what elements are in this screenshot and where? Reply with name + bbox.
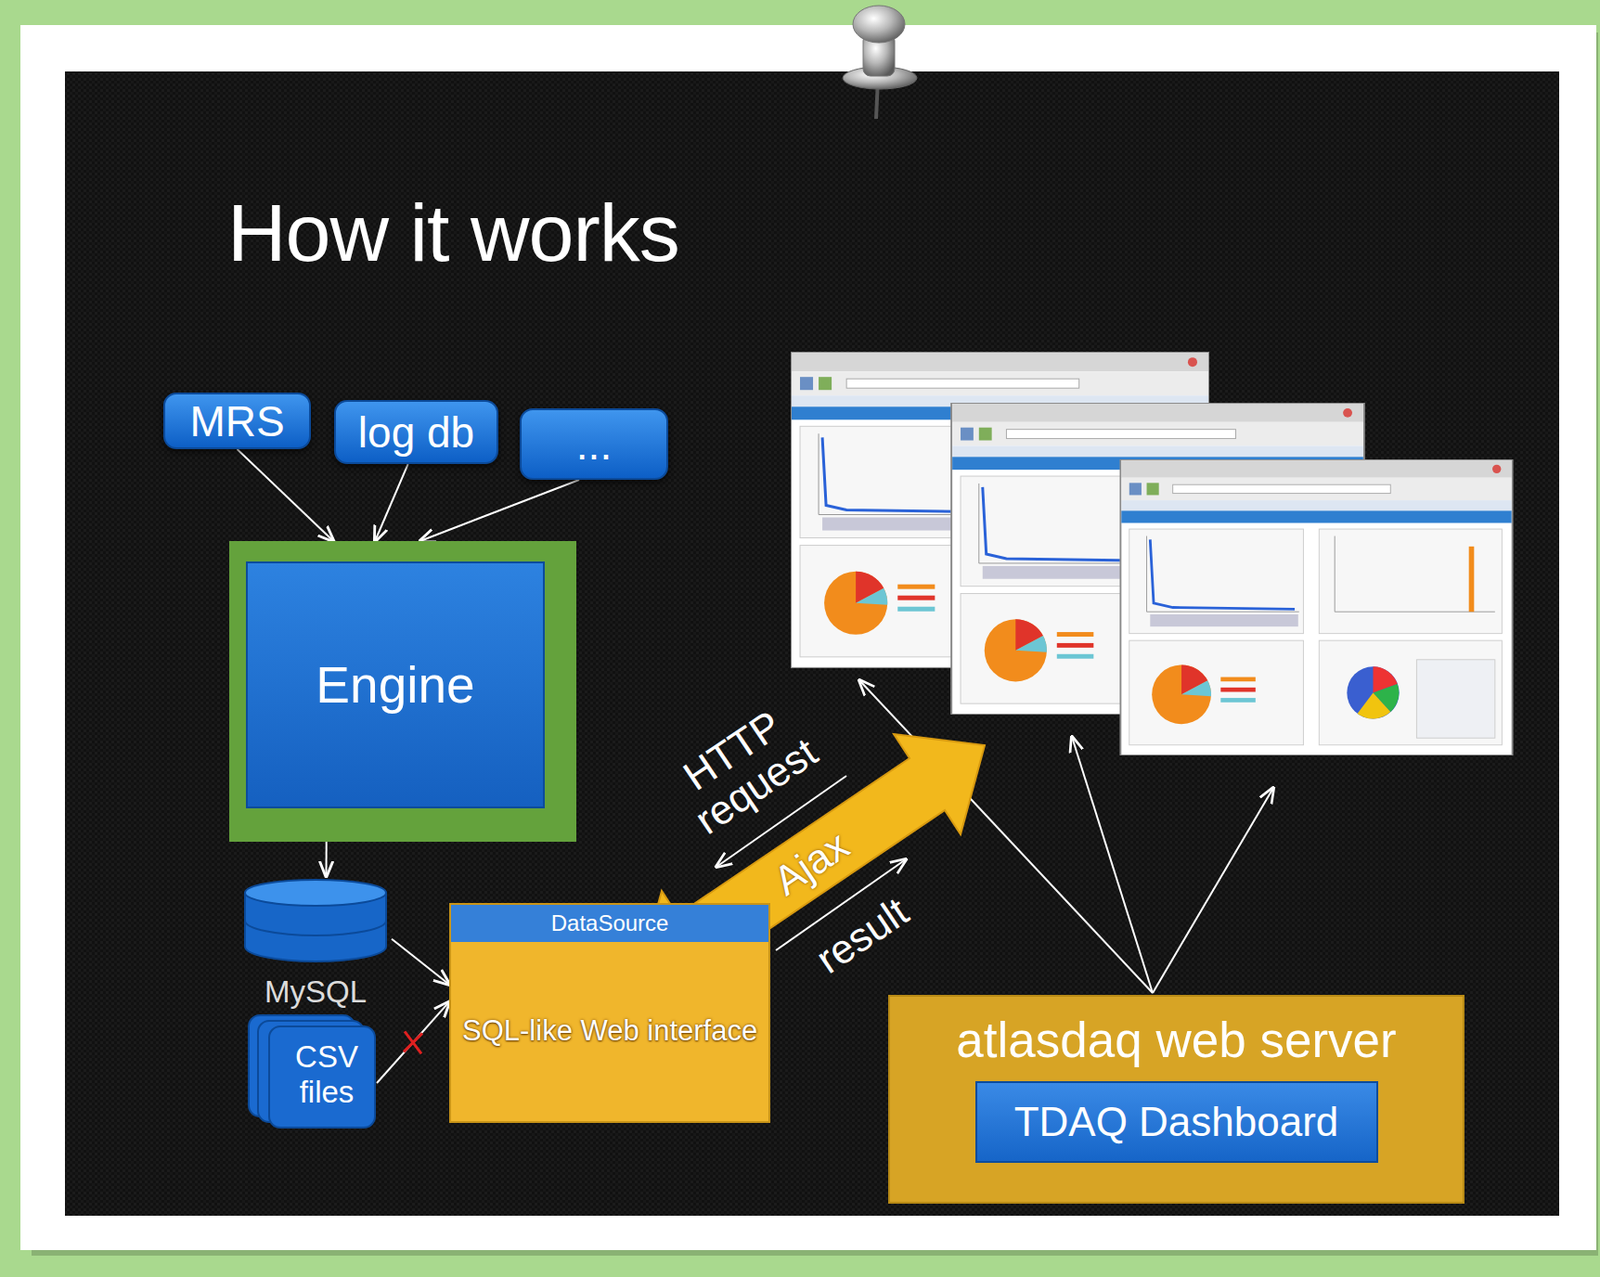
node-text: Engine: [245, 561, 545, 809]
datasource-box: DataSourceSQL-like Web interface: [449, 903, 771, 1123]
connector-arrow: [237, 449, 335, 542]
file-stack: CSV files: [246, 1013, 377, 1130]
source-box: ...: [519, 408, 669, 480]
connector-arrow: [324, 841, 327, 877]
slide-title: How it works: [227, 185, 680, 281]
frame-shadow: [31, 32, 1599, 1256]
node-text: log db: [358, 407, 475, 458]
node-text: MRS: [189, 396, 284, 447]
connector-arrow: [374, 464, 409, 542]
node-text: CSV files: [295, 1039, 359, 1110]
source-box: log db: [334, 400, 499, 465]
server-arrows: [859, 680, 1274, 994]
node-text: TDAQ Dashboard: [1014, 1098, 1340, 1146]
connector-arrow: [391, 939, 450, 985]
photo-frame: [20, 25, 1597, 1251]
connector-arrow: [376, 1002, 450, 1084]
disabled-cross: [403, 1031, 423, 1054]
cylinder-shape: [239, 876, 392, 966]
pushpin: [842, 5, 917, 119]
source-box: MRS: [163, 392, 311, 450]
connector-arrow: [420, 479, 580, 542]
node-text: DataSource: [451, 904, 769, 942]
slide-background: [64, 71, 1560, 1216]
engine-box: Engine: [229, 541, 577, 842]
node-text: atlasdaq web server: [955, 1011, 1396, 1069]
node-text: MySQL: [264, 974, 367, 1010]
server-box: atlasdaq web serverTDAQ Dashboard: [888, 994, 1465, 1204]
screenshot-stack: [790, 351, 1513, 756]
node-text: SQL-like Web interface: [451, 941, 769, 1122]
database-cylinder: MySQL: [239, 876, 392, 1010]
dashboard-box: TDAQ Dashboard: [975, 1081, 1379, 1163]
node-text: ...: [576, 419, 612, 470]
